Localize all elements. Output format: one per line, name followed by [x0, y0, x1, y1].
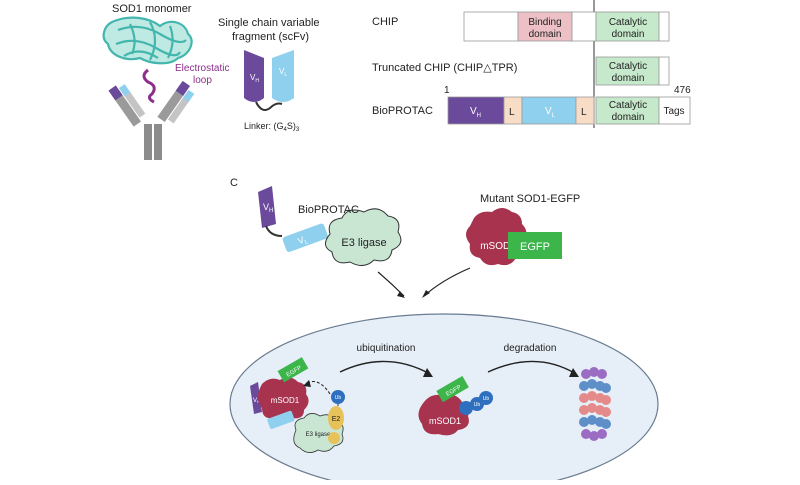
bioprotac-vh-label: VH — [470, 106, 481, 119]
scfv-linker — [255, 101, 283, 111]
ub-msod1-blob — [418, 394, 470, 436]
antibody-icon — [108, 80, 195, 160]
arrowhead-2 — [422, 290, 430, 298]
bioprotac-bar: VH L VL L Catalytic domain Tags — [447, 96, 691, 125]
egfp-box — [508, 232, 562, 259]
complex-msod1 — [258, 377, 309, 422]
e2-enzyme — [328, 406, 344, 430]
e3-ligase-label: E3 ligase — [341, 237, 386, 249]
bioprotac-linker-label-1: L — [509, 107, 515, 118]
proteasome-icon — [579, 367, 611, 441]
panel-b: CHIP Binding domain Catalytic domain Tru… — [372, 0, 691, 128]
panel-c: C VH VL E3 ligase BioPROTAC Mutant SOD1-… — [229, 177, 659, 485]
bioprotac-catalytic-segment — [595, 96, 660, 125]
ubiquitinated-msod1: mSOD1 EGFP Ub Ub — [418, 375, 493, 436]
binding-label-2: domain — [529, 29, 562, 40]
e2-label: E2 — [332, 416, 341, 423]
bioprotac-vl-domain: VL — [282, 223, 328, 252]
msod1-label: mSOD1 — [480, 241, 516, 252]
ub-msod1-label: mSOD1 — [429, 416, 461, 426]
binding-label-1: Binding — [528, 17, 561, 28]
panel-a: SOD1 monomer Electrostatic loop — [102, 3, 229, 160]
ub-chain-label-1: Ub — [474, 402, 481, 408]
chip-catalytic-label-1: Catalytic — [609, 17, 647, 28]
bioprotac-tags-label: Tags — [663, 106, 684, 117]
arrow-from-mutant-sod1 — [423, 267, 471, 297]
linker-label: Linker: (G4S)3 — [244, 121, 300, 133]
scfv-vl-domain — [272, 50, 294, 102]
complex-ub — [331, 390, 345, 404]
scfv-title-line2: fragment (scFv) — [232, 31, 309, 43]
complex-vh-domain — [250, 382, 262, 414]
complex-ub-label: Ub — [335, 395, 342, 401]
bioprotac-tags-segment — [658, 96, 691, 125]
bioprotac-molecule: VH VL E3 ligase BioPROTAC — [258, 186, 402, 266]
electrostatic-loop-icon — [142, 68, 156, 104]
bioprotac-vh-segment — [447, 96, 505, 125]
bioprotac-start-position: 1 — [444, 85, 450, 96]
sod1-structure-icon — [102, 16, 193, 65]
bioprotac-catalytic-label-2: domain — [612, 112, 645, 123]
chip-label: CHIP — [372, 16, 398, 28]
truncated-catalytic-label-2: domain — [612, 73, 645, 84]
scfv-vh-label: VH — [250, 73, 259, 84]
degradation-label: degradation — [504, 343, 557, 354]
complex-msod1-label: mSOD1 — [271, 396, 300, 405]
scfv-title-line1: Single chain variable — [218, 17, 320, 29]
bioprotac-vh-text: VH — [263, 202, 273, 214]
chip-bar: Binding domain Catalytic domain — [463, 11, 670, 42]
mutant-sod1-egfp: Mutant SOD1-EGFP mSOD1 EGFP — [466, 193, 580, 266]
bioprotac-label: BioPROTAC — [298, 204, 359, 216]
chip-catalytic-domain — [595, 11, 660, 42]
ternary-complex: VH mSOD1 EGFP E3 ligase E2 Ub — [250, 357, 345, 453]
bioprotac-vh-domain — [258, 186, 276, 228]
bioprotac-linker-label-2: L — [581, 107, 587, 118]
ub-chain-label-2: Ub — [483, 396, 490, 402]
complex-vl-domain — [267, 410, 295, 429]
arrowhead-1 — [397, 291, 405, 298]
scfv-vh-domain — [244, 50, 264, 102]
ub-chain-3 — [479, 391, 493, 405]
bioprotac-linker-icon — [265, 225, 283, 237]
degradation-arrow — [487, 360, 577, 375]
bioprotac-catalytic-label-1: Catalytic — [609, 100, 647, 111]
bioprotac-linker-2 — [575, 96, 595, 125]
loop-label-line2: loop — [193, 75, 212, 86]
e3-ligase-cloud — [325, 208, 402, 266]
bioprotac-row-label: BioPROTAC — [372, 105, 433, 117]
egfp-label: EGFP — [520, 241, 550, 253]
loop-label-line1: Electrostatic — [175, 63, 229, 74]
mutant-sod1-label: Mutant SOD1-EGFP — [480, 193, 580, 205]
ubiquitination-arrowhead — [423, 368, 433, 377]
ub-chain-1 — [459, 401, 473, 415]
ubiquitination-label: ubiquitination — [357, 343, 416, 354]
complex-e3-label: E3 ligase — [306, 432, 331, 438]
scfv-vl-label: VL — [279, 67, 287, 78]
ubiquitination-arrow — [339, 360, 431, 375]
truncated-chip-bar: Catalytic domain — [595, 56, 670, 86]
binding-domain — [517, 11, 573, 42]
e2-enzyme-lobe — [328, 432, 340, 444]
bioprotac-end-position: 476 — [674, 85, 691, 96]
complex-vh-text: VH — [253, 398, 260, 404]
bioprotac-vl-label: VL — [545, 106, 556, 119]
svg-text:VL: VL — [296, 233, 310, 248]
chip-catalytic-label-2: domain — [612, 29, 645, 40]
degradation-arrowhead — [569, 368, 579, 377]
truncated-chip-label: Truncated CHIP (CHIP△TPR) — [372, 62, 517, 74]
sod1-monomer-label: SOD1 monomer — [112, 3, 192, 15]
scfv-diagram: Single chain variable fragment (scFv) VH… — [218, 17, 320, 133]
panel-c-letter: C — [230, 177, 238, 189]
truncated-catalytic-label-1: Catalytic — [609, 61, 647, 72]
ub-transfer-arrowhead — [303, 380, 311, 387]
